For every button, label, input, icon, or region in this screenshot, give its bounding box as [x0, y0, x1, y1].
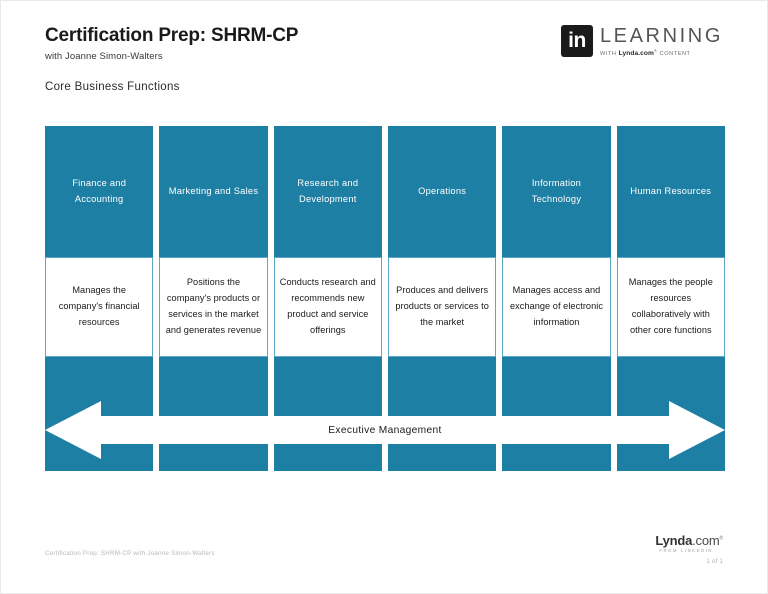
page-subtitle: with Joanne Simon-Walters	[45, 50, 163, 62]
learning-registered-mark: ®	[654, 48, 658, 53]
column-description-label: Conducts research and recommends new pro…	[279, 277, 376, 335]
page-indicator: 1 of 1	[706, 558, 723, 565]
function-column-marketing: Marketing and Sales Positions the compan…	[159, 126, 268, 471]
function-column-human-resources: Human Resources Manages the people resou…	[616, 126, 725, 471]
column-description-label: Produces and delivers products or servic…	[395, 285, 489, 327]
footer-credit: Certification Prep: SHRM-CP with Joanne …	[45, 550, 215, 557]
column-description-label: Manages the people resources collaborati…	[628, 277, 713, 335]
column-footer-marketing	[159, 357, 268, 471]
linkedin-in-icon	[560, 25, 593, 57]
column-description-research: Conducts research and recommends new pro…	[273, 257, 382, 357]
column-header-label: Finance and Accounting	[72, 178, 127, 204]
lynda-wordmark: Lynda.com®	[655, 534, 723, 547]
section-label: Core Business Functions	[45, 81, 180, 93]
lynda-name-text: Lynda	[655, 533, 693, 548]
column-header-label: Research and Development	[297, 178, 359, 204]
learning-lynda-text: Lynda.com	[618, 49, 655, 57]
column-description-label: Positions the company's products or serv…	[165, 277, 262, 335]
page-title: Certification Prep: SHRM-CP	[45, 25, 299, 46]
column-header-label: Human Resources	[630, 185, 712, 196]
column-footer-research	[273, 357, 382, 471]
column-header-research: Research and Development	[273, 126, 382, 257]
column-header-label: Marketing and Sales	[168, 185, 259, 196]
function-column-finance: Finance and Accounting Manages the compa…	[45, 126, 154, 471]
function-column-research: Research and Development Conducts resear…	[273, 126, 382, 471]
learning-wordmark: LEARNING WITH Lynda.com® CONTENT	[600, 25, 723, 57]
learning-word: LEARNING	[599, 25, 723, 47]
core-business-functions-diagram: Finance and Accounting Manages the compa…	[45, 126, 725, 471]
function-columns: Finance and Accounting Manages the compa…	[45, 126, 725, 471]
column-description-operations: Produces and delivers products or servic…	[387, 257, 497, 357]
column-footer-human-resources	[616, 357, 725, 471]
column-header-information-technology: Information Technology	[502, 126, 611, 257]
learning-sub-line: WITH Lynda.com® CONTENT	[600, 48, 723, 57]
column-description-information-technology: Manages access and exchange of electroni…	[502, 257, 611, 357]
column-footer-finance	[45, 357, 154, 471]
column-header-operations: Operations	[387, 126, 497, 257]
function-column-information-technology: Information Technology Manages access an…	[502, 126, 611, 471]
column-description-human-resources: Manages the people resources collaborati…	[616, 257, 725, 357]
column-header-label: Operations	[418, 185, 467, 196]
column-description-finance: Manages the company's financial resource…	[45, 257, 154, 357]
lynda-footer-logo: Lynda.com® FROM LINKEDIN 1 of 1	[655, 534, 723, 565]
column-description-label: Manages the company's financial resource…	[58, 285, 140, 327]
function-column-operations: Operations Produces and delivers product…	[387, 126, 497, 471]
column-description-marketing: Positions the company's products or serv…	[159, 257, 268, 357]
column-header-finance: Finance and Accounting	[45, 126, 154, 257]
learning-content-text: CONTENT	[659, 50, 691, 57]
column-header-human-resources: Human Resources	[616, 126, 725, 257]
linkedin-learning-logo: LEARNING WITH Lynda.com® CONTENT	[560, 25, 723, 57]
lynda-domain-text: .com	[692, 533, 720, 548]
column-header-label: Information Technology	[531, 178, 582, 204]
column-footer-operations	[387, 357, 497, 471]
column-footer-information-technology	[502, 357, 611, 471]
column-description-label: Manages access and exchange of electroni…	[509, 285, 603, 327]
learning-with-text: WITH	[599, 50, 617, 57]
lynda-from-linkedin-text: FROM LINKEDIN	[659, 548, 713, 553]
lynda-registered-mark: ®	[719, 535, 724, 542]
column-header-marketing: Marketing and Sales	[159, 126, 268, 257]
slide-header: Certification Prep: SHRM-CP with Joanne …	[45, 25, 723, 81]
